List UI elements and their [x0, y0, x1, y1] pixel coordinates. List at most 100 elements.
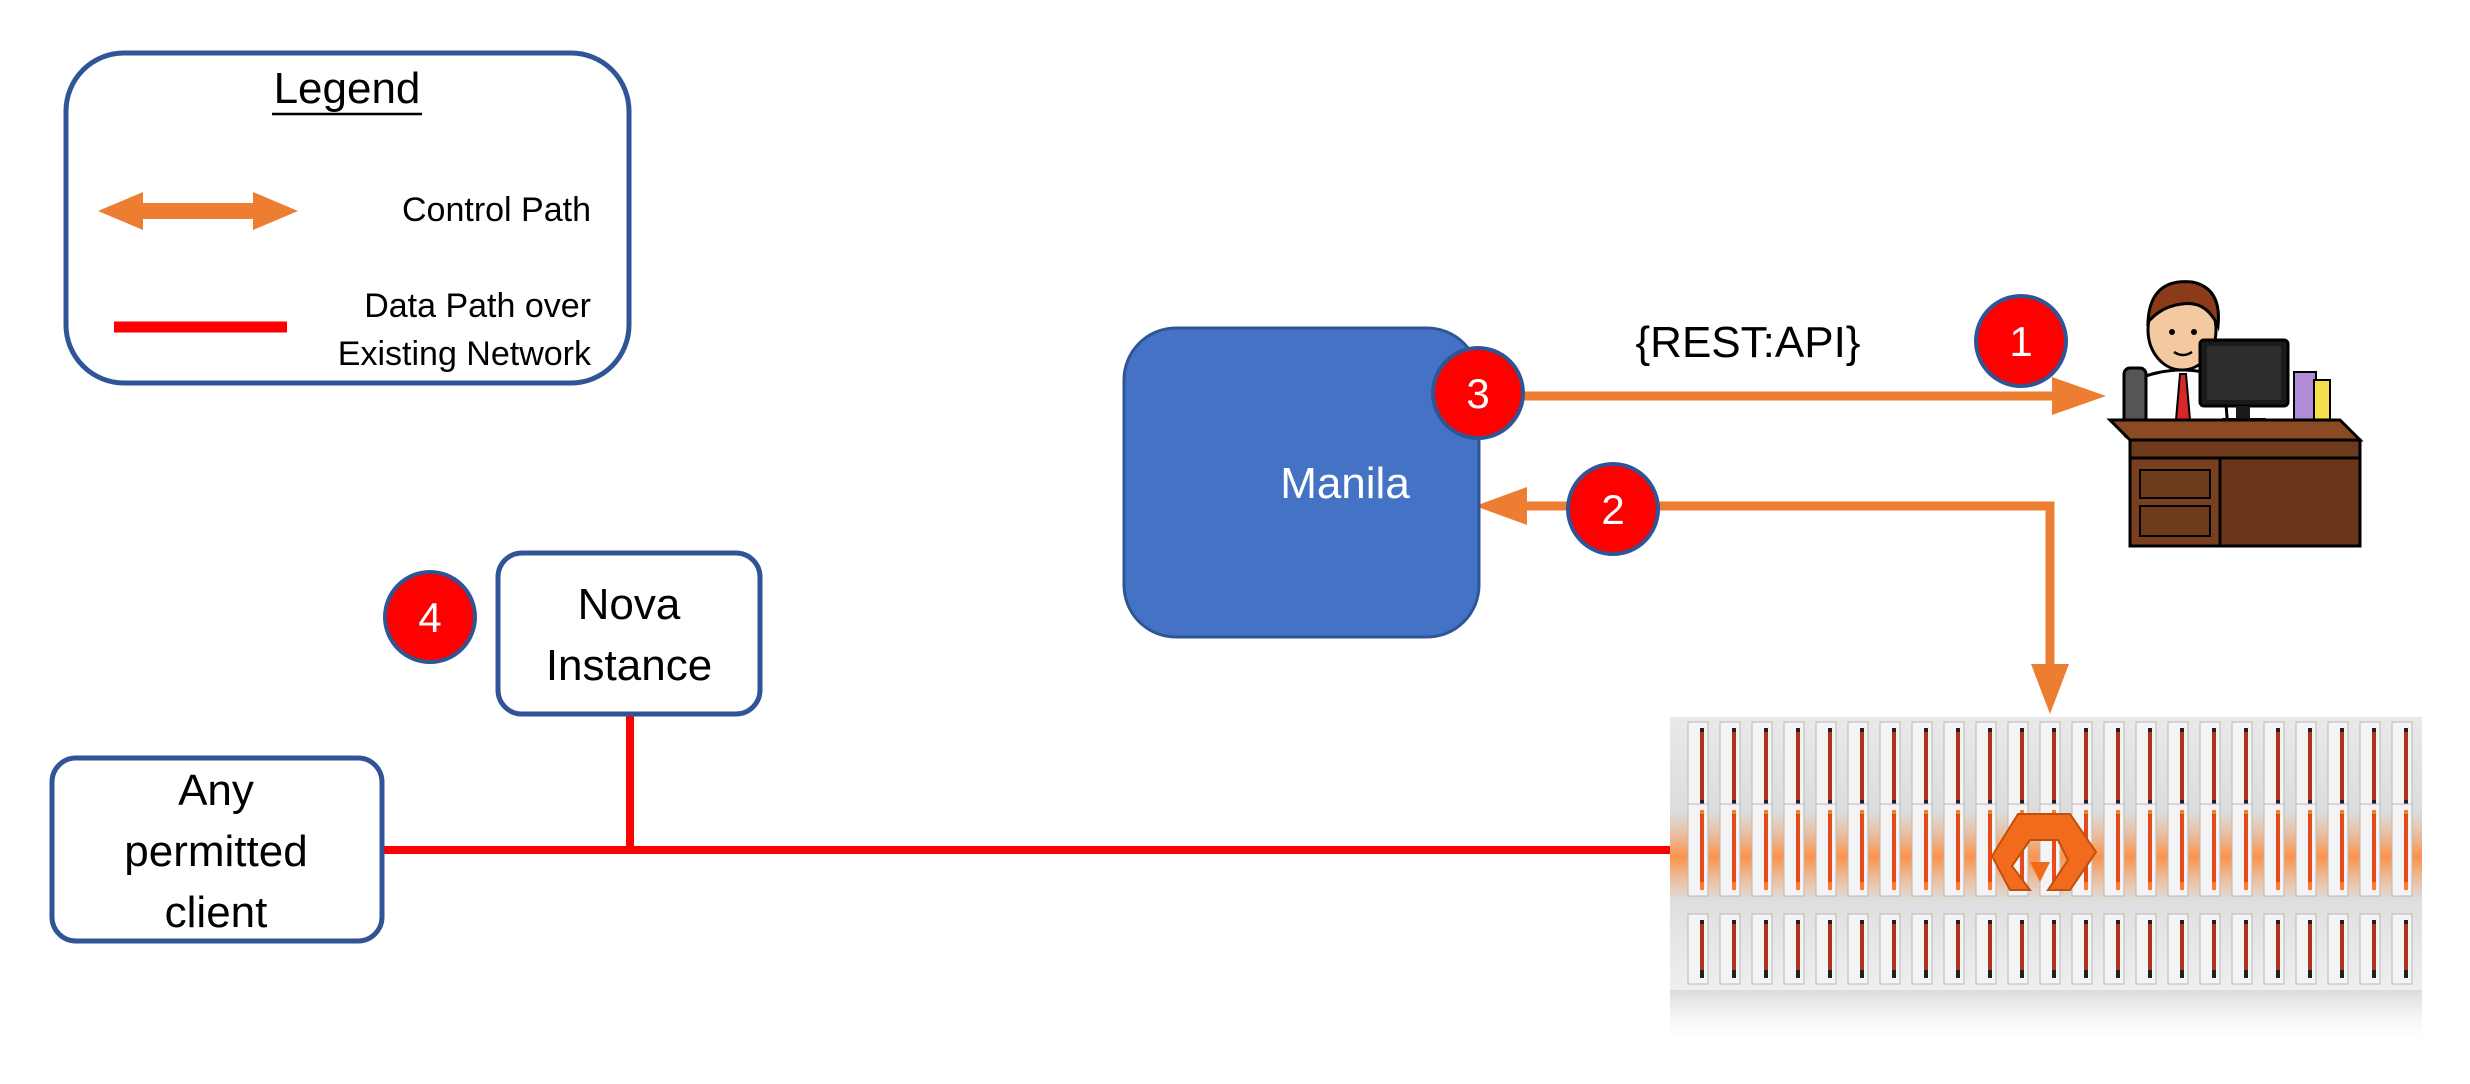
storage-blade-led	[1764, 924, 1768, 970]
storage-blade-led	[1956, 814, 1960, 882]
storage-blade-led	[2052, 814, 2056, 882]
storage-blade-led	[1988, 924, 1992, 970]
storage-blade-led	[2020, 732, 2024, 800]
storage-blade	[1943, 803, 1965, 897]
storage-blade	[2327, 803, 2349, 897]
storage-blade-led	[2148, 924, 2152, 970]
storage-blade-led	[1828, 814, 1832, 882]
storage-blade-led	[2276, 814, 2280, 882]
storage-blade	[2359, 721, 2381, 815]
storage-blade-led	[2180, 924, 2184, 970]
storage-blade	[2231, 913, 2253, 985]
storage-blade	[1879, 913, 1901, 985]
storage-blade-led	[2404, 732, 2408, 800]
legend-control-path-label: Control Path	[402, 191, 591, 229]
storage-blade-led	[1892, 814, 1896, 882]
storage-blade	[2295, 721, 2317, 815]
storage-blade-led	[1956, 924, 1960, 970]
storage-blade-led	[2212, 924, 2216, 970]
storage-blade	[2359, 803, 2381, 897]
storage-blade	[1975, 803, 1997, 897]
storage-blade	[1751, 803, 1773, 897]
storage-blade	[1815, 913, 1837, 985]
step-badge-2: 2	[1566, 462, 1660, 556]
storage-array-icon	[1670, 717, 2422, 1050]
storage-blade	[2199, 803, 2221, 897]
legend-title: Legend	[274, 64, 421, 113]
storage-blade-led	[2340, 814, 2344, 882]
storage-blade-led	[1924, 732, 1928, 800]
storage-blade	[2135, 721, 2157, 815]
storage-blade-led	[1796, 732, 1800, 800]
control-path-rest-api-arrow	[1500, 377, 2106, 415]
storage-blade	[2167, 913, 2189, 985]
storage-blade	[1783, 803, 1805, 897]
storage-blade	[1911, 803, 1933, 897]
storage-blade-led	[1924, 924, 1928, 970]
storage-blade	[2263, 913, 2285, 985]
svg-text:4: 4	[418, 594, 441, 641]
storage-blade	[1943, 913, 1965, 985]
client-node[interactable]: Any permitted client	[49, 755, 385, 944]
step-badge-1: 1	[1974, 294, 2068, 388]
storage-blade	[1783, 913, 1805, 985]
storage-blade-led	[1892, 732, 1896, 800]
storage-blade	[1815, 803, 1837, 897]
storage-blade	[2295, 803, 2317, 897]
storage-blade	[2263, 803, 2285, 897]
storage-blade-led	[2148, 814, 2152, 882]
storage-blade-led	[2020, 924, 2024, 970]
storage-blade-led	[2340, 732, 2344, 800]
storage-blade	[1847, 721, 1869, 815]
storage-blade-led	[1700, 732, 1704, 800]
storage-blade	[1911, 721, 1933, 815]
storage-blade-led	[1828, 924, 1832, 970]
storage-blade-led	[2244, 924, 2248, 970]
storage-blade-led	[2244, 732, 2248, 800]
storage-blade-led	[2372, 924, 2376, 970]
storage-blade-led	[2052, 732, 2056, 800]
storage-blade-led	[1796, 814, 1800, 882]
storage-blade-led	[2116, 924, 2120, 970]
storage-blade-led	[1764, 732, 1768, 800]
storage-blade-led	[2404, 924, 2408, 970]
svg-text:1: 1	[2009, 318, 2032, 365]
storage-blade-led	[2180, 814, 2184, 882]
storage-blade	[1943, 721, 1965, 815]
storage-blade-led	[1892, 924, 1896, 970]
storage-blade-led	[2340, 924, 2344, 970]
storage-blade-led	[2212, 732, 2216, 800]
storage-logo-icon	[1990, 813, 2098, 891]
manila-node[interactable]: Manila	[1122, 326, 1481, 639]
data-path	[383, 716, 1676, 854]
storage-blade	[2007, 721, 2029, 815]
legend-data-path-label-line2: Existing Network	[338, 335, 592, 373]
storage-blade-led	[1828, 732, 1832, 800]
storage-blade	[2391, 721, 2413, 815]
storage-blade-led	[1796, 924, 1800, 970]
nova-instance-node[interactable]: Nova Instance	[495, 550, 763, 717]
storage-blade	[1783, 721, 1805, 815]
storage-blade	[2167, 721, 2189, 815]
legend: Legend Control Path Data Path over Exist…	[63, 50, 632, 386]
storage-blade	[1879, 721, 1901, 815]
storage-blades	[1687, 721, 2413, 985]
legend-box	[63, 50, 632, 386]
svg-text:2: 2	[1601, 486, 1624, 533]
storage-blade	[2327, 913, 2349, 985]
step-badge-4: 4	[383, 570, 477, 664]
storage-blade	[2103, 803, 2125, 897]
client-label-line1: Any	[178, 766, 254, 815]
storage-blade	[2199, 913, 2221, 985]
storage-blade	[2231, 721, 2253, 815]
control-path-storage-arrow	[1475, 487, 2069, 714]
storage-blade-led	[2180, 732, 2184, 800]
storage-blade-led	[2084, 732, 2088, 800]
storage-blade	[1687, 913, 1709, 985]
storage-blade	[1751, 913, 1773, 985]
storage-blade	[2391, 803, 2413, 897]
storage-blade-led	[1860, 732, 1864, 800]
storage-blade	[2199, 721, 2221, 815]
storage-blade	[2391, 913, 2413, 985]
